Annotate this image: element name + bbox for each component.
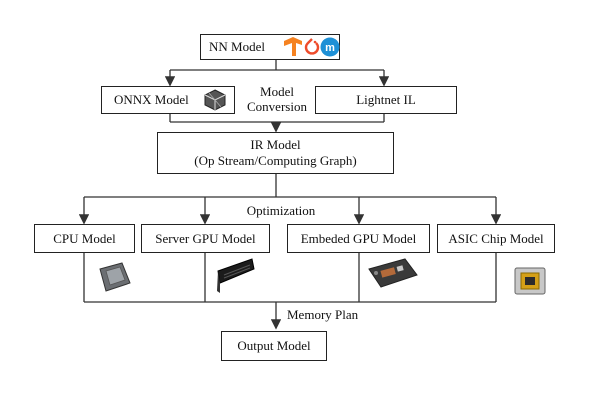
model-conversion-label: Model Conversion (240, 84, 314, 114)
asic-chip-model-label: ASIC Chip Model (448, 230, 544, 246)
tensorflow-icon (284, 37, 302, 56)
pytorch-icon (304, 38, 320, 55)
lightnet-il-box: Lightnet IL (315, 86, 457, 114)
cpu-model-label: CPU Model (53, 230, 116, 246)
server-gpu-card-icon (217, 258, 255, 293)
model-label: Model (260, 84, 294, 99)
memory-plan-label: Memory Plan (287, 307, 359, 322)
nn-model-box: NN Model (200, 34, 340, 60)
lightnet-il-label: Lightnet IL (356, 92, 416, 107)
nn-model-label: NN Model (209, 39, 265, 54)
optimization-label: Optimization (246, 203, 316, 218)
cpu-model-box: CPU Model (34, 224, 135, 253)
embeded-gpu-model-label: Embeded GPU Model (300, 230, 417, 246)
embedded-gpu-board-icon (368, 258, 418, 288)
conversion-label: Conversion (247, 99, 307, 114)
server-gpu-model-box: Server GPU Model (141, 224, 270, 253)
onnx-model-label: ONNX Model (114, 92, 189, 107)
ir-model-title: IR Model (250, 137, 301, 152)
onnx-icon (204, 89, 226, 111)
server-gpu-model-label: Server GPU Model (155, 230, 256, 246)
mxnet-icon: m (320, 37, 340, 57)
output-model-label: Output Model (237, 338, 311, 353)
asic-chip-icon (514, 267, 546, 295)
ir-model-box: IR Model (Op Stream/Computing Graph) (157, 132, 394, 174)
asic-chip-model-box: ASIC Chip Model (437, 224, 555, 253)
svg-text:m: m (325, 42, 335, 54)
output-model-box: Output Model (221, 331, 327, 361)
ir-model-subtitle: (Op Stream/Computing Graph) (194, 153, 357, 168)
cpu-chip-icon (99, 262, 131, 292)
embeded-gpu-model-box: Embeded GPU Model (287, 224, 430, 253)
